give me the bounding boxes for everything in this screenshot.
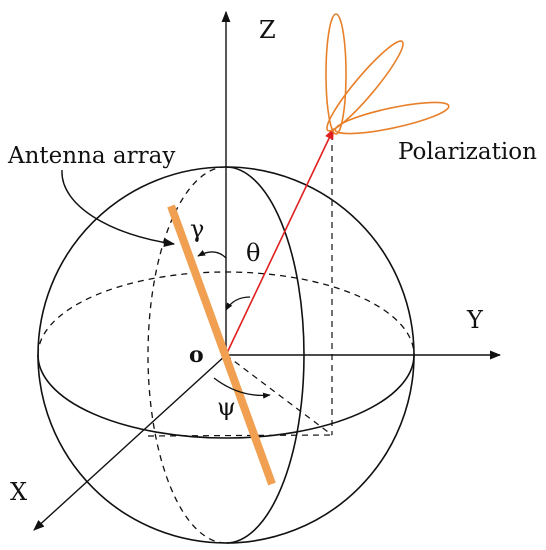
x-axis-label: X xyxy=(10,478,27,506)
theta-angle-arc xyxy=(225,296,251,311)
lobe-right xyxy=(334,101,450,135)
z-axis-label: Z xyxy=(259,16,276,44)
equator-front xyxy=(37,354,415,439)
polarization-label: Polarization xyxy=(398,139,537,165)
gamma-symbol: γ xyxy=(190,215,204,243)
psi-angle-arc xyxy=(213,377,271,399)
psi-symbol: ψ xyxy=(217,393,236,421)
theta-symbol: θ xyxy=(246,239,260,267)
antenna-array-label: Antenna array xyxy=(7,143,175,169)
meridian-back-dashed xyxy=(147,166,227,544)
antenna-array-pointer xyxy=(61,169,176,248)
lobe-middle xyxy=(326,40,404,132)
direction-vector xyxy=(225,127,334,356)
y-axis-label: Y xyxy=(466,306,484,334)
x-axis xyxy=(33,354,227,531)
gamma-angle-arc xyxy=(197,249,227,259)
projection-to-x xyxy=(147,434,333,437)
polarization-lobes xyxy=(325,13,450,135)
antenna-array-rod xyxy=(167,204,276,486)
lobe-upper xyxy=(325,13,347,135)
origin-label: o xyxy=(189,342,204,368)
projection-to-origin xyxy=(225,354,333,436)
